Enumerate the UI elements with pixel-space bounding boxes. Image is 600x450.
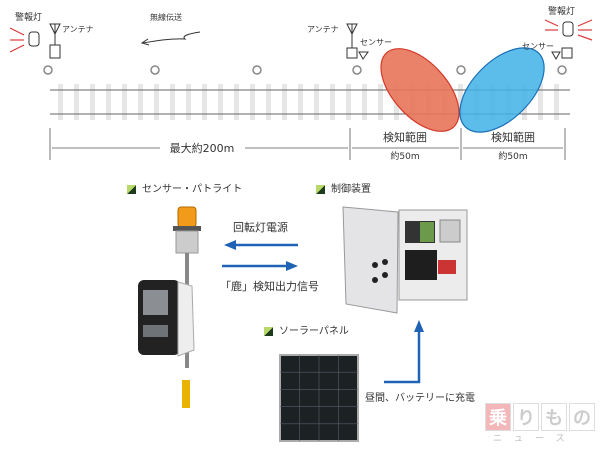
sleeper: [250, 84, 255, 120]
sensor-patlite-label: センサー・パトライト: [142, 184, 243, 195]
sleeper: [218, 84, 223, 120]
sleeper: [458, 84, 463, 120]
sensor-label-right: センサー: [522, 42, 554, 51]
detection-range-title: 検知範囲: [491, 130, 535, 144]
logo-main: 乗 り も の: [485, 403, 597, 431]
left-antenna-label: アンテナ: [62, 25, 94, 34]
post-marker: [150, 65, 160, 75]
logo-char: り: [513, 403, 539, 431]
max-distance-label: 最大約200m: [170, 141, 235, 155]
sleeper: [330, 84, 335, 120]
sensor-patlite-heading: センサー・パトライト: [127, 180, 242, 195]
post-marker: [43, 65, 53, 75]
post-marker: [557, 65, 567, 75]
sleeper: [170, 84, 175, 120]
bullet-icon: [127, 184, 136, 194]
sensor-label-left: センサー: [360, 38, 392, 47]
track-diagram: 警報灯 アンテナ 無線伝送 アンテナ センサー センサー 警報灯 最大約200m…: [9, 5, 593, 162]
solar-panel-label: ソーラーパネル: [279, 326, 349, 337]
logo-char: の: [569, 403, 595, 431]
sleeper: [346, 84, 351, 120]
wireless-arrowhead: [140, 38, 150, 46]
sleeper: [234, 84, 239, 120]
antenna-icon: [49, 23, 61, 59]
sleeper: [554, 84, 559, 120]
wireless-label: 無線伝送: [150, 12, 182, 22]
sleeper: [314, 84, 319, 120]
sleeper: [298, 84, 303, 120]
post-marker: [352, 65, 362, 75]
solar-panel-heading: ソーラーパネル: [264, 322, 349, 337]
detection-range-title: 検知範囲: [383, 130, 427, 144]
components-diagram: [138, 206, 468, 442]
charge-label: 昼間、バッテリーに充電: [365, 393, 475, 404]
sleeper: [58, 84, 63, 120]
arrowhead: [286, 261, 298, 271]
detection-zone-red: [380, 48, 460, 132]
right-antenna-label: アンテナ: [307, 25, 339, 34]
post-marker: [252, 65, 262, 75]
sleeper: [378, 84, 383, 120]
controller-label: 制御装置: [331, 184, 371, 195]
controller-box-image: [342, 206, 468, 314]
sleeper: [138, 84, 143, 120]
arrows: [222, 240, 424, 384]
sleeper: [266, 84, 271, 120]
antenna-icon: [346, 23, 369, 60]
logo-char: も: [541, 403, 567, 431]
sleeper: [106, 84, 111, 120]
logo-char: 乗: [485, 403, 511, 431]
detection-range-distance: 約50m: [390, 150, 419, 162]
sleeper: [74, 84, 79, 120]
sleeper: [186, 84, 191, 120]
posts: [43, 65, 567, 75]
left-lamp-label: 警報灯: [15, 11, 42, 23]
right-lamp-label: 警報灯: [548, 5, 575, 17]
sleeper: [282, 84, 287, 120]
arrowhead: [414, 320, 424, 332]
solar-panel-image: [279, 354, 359, 442]
arrowhead: [224, 240, 236, 250]
bullet-icon: [316, 184, 325, 194]
dimension-lines: [49, 128, 566, 160]
sleeper: [362, 84, 367, 120]
power-label: 回転灯電源: [233, 221, 288, 234]
sleeper: [202, 84, 207, 120]
detection-range-distance: 約50m: [498, 150, 527, 162]
site-logo: 乗 り も の ニュース: [485, 403, 597, 447]
warning-lamp-icon: [9, 27, 40, 53]
logo-sub: ニュース: [493, 434, 577, 444]
sleeper: [90, 84, 95, 120]
sensor-icon: [551, 47, 573, 61]
controller-heading: 制御装置: [316, 180, 371, 195]
charge-arrow: [384, 330, 421, 384]
signal-label: 「鹿」検知出力信号: [220, 280, 319, 293]
warning-lamp-icon: [544, 19, 593, 41]
bullet-icon: [264, 326, 273, 336]
sleeper: [538, 84, 543, 120]
detection-zone-blue: [459, 47, 545, 133]
sensor-patlite-image: [138, 206, 201, 408]
post-marker: [456, 65, 466, 75]
sleeper: [122, 84, 127, 120]
wireless-arrow: [142, 31, 201, 44]
sleeper: [154, 84, 159, 120]
